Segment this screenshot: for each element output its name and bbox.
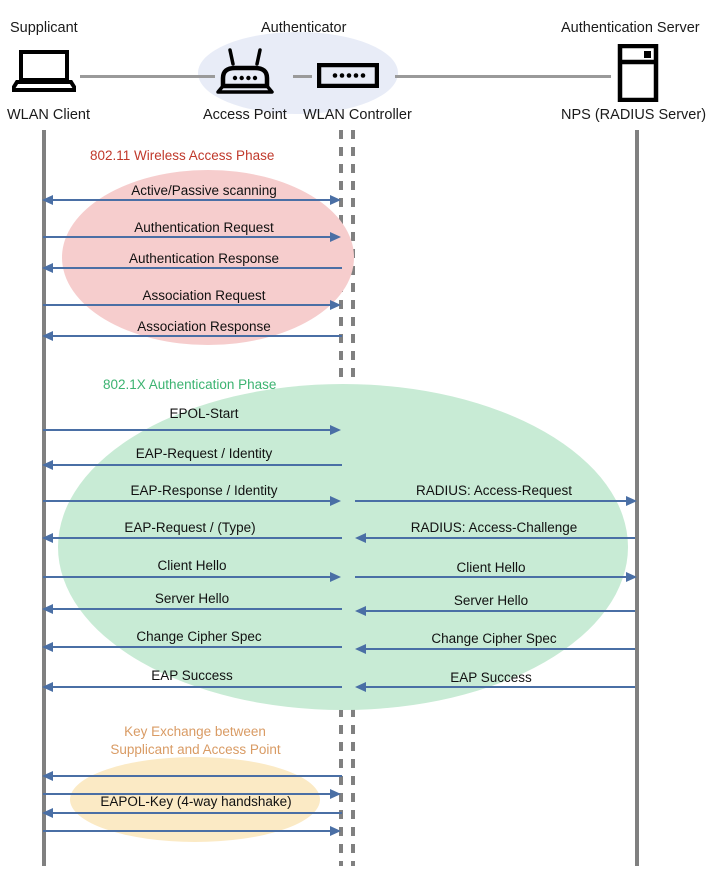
message-arrowhead-eap-success-left bbox=[42, 682, 53, 692]
message-label-active-passive-scanning: Active/Passive scanning bbox=[131, 183, 277, 198]
message-line-radius-access-challenge bbox=[359, 537, 635, 539]
link-ap-to-controller bbox=[293, 75, 312, 78]
message-line-eap-request-type bbox=[46, 537, 342, 539]
message-line-server-hello-left bbox=[46, 608, 342, 610]
access-point-icon bbox=[215, 48, 275, 99]
message-arrowhead-active-passive-scanning-right bbox=[330, 195, 341, 205]
message-label-eap-success-left: EAP Success bbox=[151, 668, 233, 683]
message-line-association-request bbox=[43, 304, 339, 306]
message-arrowhead-radius-access-request bbox=[626, 496, 637, 506]
phase-title-dot1x-auth: 802.1X Authentication Phase bbox=[103, 377, 277, 392]
message-label-change-cipher-spec-right: Change Cipher Spec bbox=[431, 631, 557, 646]
message-label-eap-request-identity: EAP-Request / Identity bbox=[135, 446, 273, 461]
message-line-active-passive-scanning bbox=[46, 199, 339, 201]
message-line-client-hello-right bbox=[355, 576, 632, 578]
message-line-eapol-key-1 bbox=[46, 775, 342, 777]
message-line-eap-success-left bbox=[46, 686, 342, 688]
message-line-eap-request-identity bbox=[46, 464, 342, 466]
message-label-eap-success-right: EAP Success bbox=[450, 670, 532, 685]
message-label-association-request: Association Request bbox=[142, 288, 266, 303]
message-line-eapol-key-2 bbox=[43, 793, 339, 795]
message-arrowhead-authentication-response bbox=[42, 263, 53, 273]
message-label-client-hello-left: Client Hello bbox=[157, 558, 227, 573]
message-label-eapol-key: EAPOL-Key (4-way handshake) bbox=[100, 794, 292, 809]
message-line-server-hello-right bbox=[359, 610, 635, 612]
message-arrowhead-client-hello-right bbox=[626, 572, 637, 582]
phase-oval-key-exchange bbox=[70, 757, 320, 842]
lifeline-supplicant bbox=[42, 130, 46, 866]
message-label-client-hello-right: Client Hello bbox=[456, 560, 526, 575]
message-arrowhead-eapol-key-1 bbox=[42, 771, 53, 781]
message-label-authentication-request: Authentication Request bbox=[134, 220, 274, 235]
message-label-radius-access-request: RADIUS: Access-Request bbox=[415, 483, 573, 498]
message-arrowhead-eapol-key-2 bbox=[330, 789, 341, 799]
message-arrowhead-client-hello-left bbox=[330, 572, 341, 582]
wlan-controller-icon bbox=[316, 62, 380, 93]
actor-name-nps-radius-server: NPS (RADIUS Server) bbox=[561, 107, 707, 123]
message-line-authentication-response bbox=[46, 267, 342, 269]
message-line-eap-success-right bbox=[359, 686, 635, 688]
phase-title-key-exchange-line1: Key Exchange between bbox=[124, 724, 266, 739]
message-label-server-hello-right: Server Hello bbox=[453, 593, 529, 608]
message-label-eap-request-type: EAP-Request / (Type) bbox=[124, 520, 256, 535]
message-arrowhead-eapol-key-4 bbox=[330, 826, 341, 836]
actor-role-authenticator: Authenticator bbox=[261, 20, 347, 36]
actor-name-wlan-client: WLAN Client bbox=[7, 107, 90, 123]
laptop-icon bbox=[8, 50, 80, 97]
message-label-eapol-start: EPOL-Start bbox=[169, 406, 239, 421]
message-line-radius-access-request bbox=[355, 500, 632, 502]
message-line-change-cipher-spec-left bbox=[46, 646, 342, 648]
message-label-association-response: Association Response bbox=[137, 319, 271, 334]
message-arrowhead-change-cipher-spec-right bbox=[355, 644, 366, 654]
phase-title-wireless-access: 802.11 Wireless Access Phase bbox=[90, 148, 275, 163]
message-label-change-cipher-spec-left: Change Cipher Spec bbox=[136, 629, 262, 644]
link-controller-to-server bbox=[395, 75, 611, 78]
message-arrowhead-change-cipher-spec-left bbox=[42, 642, 53, 652]
message-line-association-response bbox=[46, 335, 342, 337]
message-label-radius-access-challenge: RADIUS: Access-Challenge bbox=[410, 520, 578, 535]
message-arrowhead-eapol-key-3 bbox=[42, 808, 53, 818]
message-arrowhead-server-hello-left bbox=[42, 604, 53, 614]
message-arrowhead-server-hello-right bbox=[355, 606, 366, 616]
message-line-eap-response-identity bbox=[43, 500, 339, 502]
message-label-server-hello-left: Server Hello bbox=[154, 591, 230, 606]
message-arrowhead-authentication-request bbox=[330, 232, 341, 242]
actor-name-access-point: Access Point bbox=[203, 107, 287, 123]
message-line-authentication-request bbox=[43, 236, 339, 238]
server-icon bbox=[617, 43, 659, 107]
message-arrowhead-eap-request-type bbox=[42, 533, 53, 543]
link-client-to-ap bbox=[80, 75, 215, 78]
message-line-change-cipher-spec-right bbox=[359, 648, 635, 650]
message-line-client-hello-left bbox=[43, 576, 339, 578]
message-arrowhead-eapol-start bbox=[330, 425, 341, 435]
message-line-eapol-key-4 bbox=[43, 830, 339, 832]
message-arrowhead-radius-access-challenge bbox=[355, 533, 366, 543]
actor-role-authentication-server: Authentication Server bbox=[561, 20, 700, 36]
actor-role-supplicant: Supplicant bbox=[10, 20, 78, 36]
lifeline-authentication-server bbox=[635, 130, 639, 866]
phase-oval-dot1x-auth bbox=[58, 384, 628, 710]
message-arrowhead-eap-request-identity bbox=[42, 460, 53, 470]
message-arrowhead-association-response bbox=[42, 331, 53, 341]
actor-name-wlan-controller: WLAN Controller bbox=[303, 107, 412, 123]
message-line-eapol-key-3 bbox=[46, 812, 342, 814]
message-arrowhead-eap-success-right bbox=[355, 682, 366, 692]
message-label-authentication-response: Authentication Response bbox=[128, 251, 280, 266]
phase-title-key-exchange-line2: Supplicant and Access Point bbox=[110, 742, 281, 757]
message-line-eapol-start bbox=[43, 429, 339, 431]
message-label-eap-response-identity: EAP-Response / Identity bbox=[130, 483, 278, 498]
message-arrowhead-association-request bbox=[330, 300, 341, 310]
message-arrowhead-active-passive-scanning bbox=[42, 195, 53, 205]
authenticator-highlight-oval bbox=[198, 32, 398, 114]
message-arrowhead-eap-response-identity bbox=[330, 496, 341, 506]
